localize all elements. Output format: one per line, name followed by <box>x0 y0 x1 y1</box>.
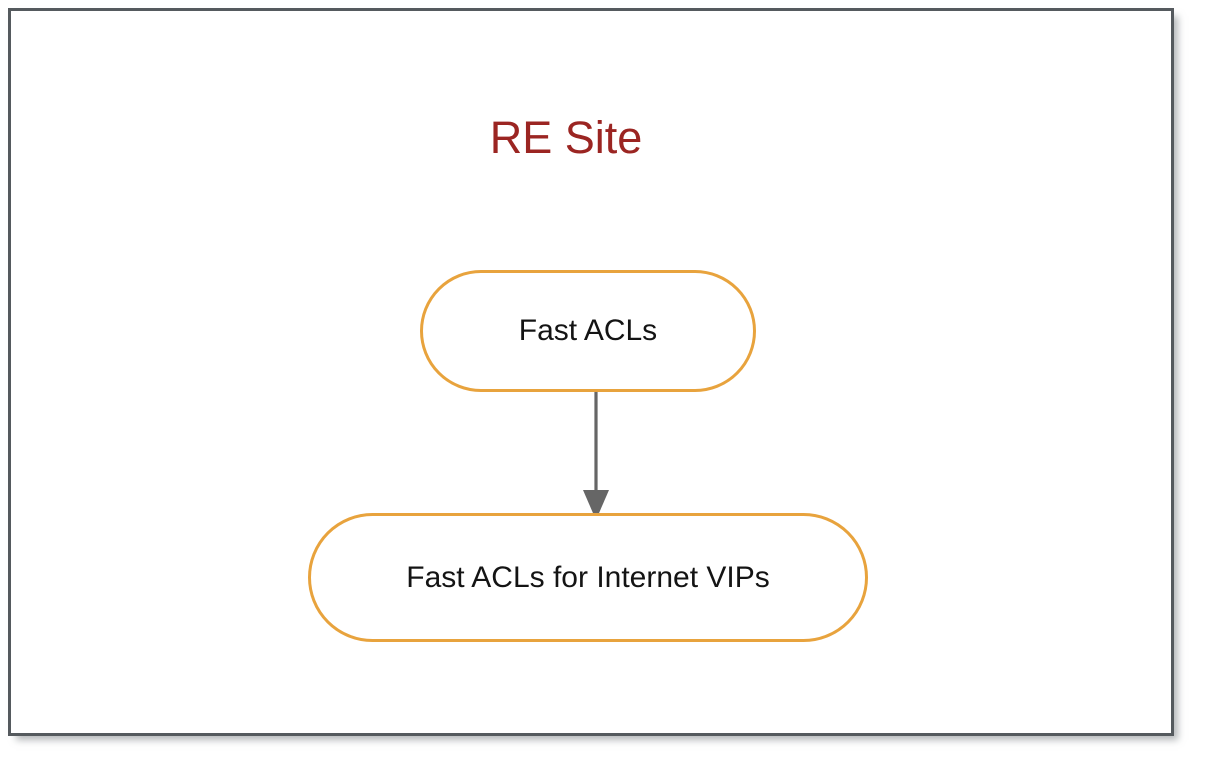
page-title: RE Site <box>489 112 643 163</box>
node-fast-acls-internet-vips-label: Fast ACLs for Internet VIPs <box>406 560 770 594</box>
diagram-frame: RE Site Fast ACLs Fast ACLs for Internet… <box>8 8 1174 736</box>
node-fast-acls-label: Fast ACLs <box>518 314 658 347</box>
node-fast-acls-internet-vips[interactable]: Fast ACLs for Internet VIPs <box>308 513 868 642</box>
node-fast-acls[interactable]: Fast ACLs <box>420 270 756 392</box>
edge-fast-acls-to-internet-vips <box>583 386 609 520</box>
